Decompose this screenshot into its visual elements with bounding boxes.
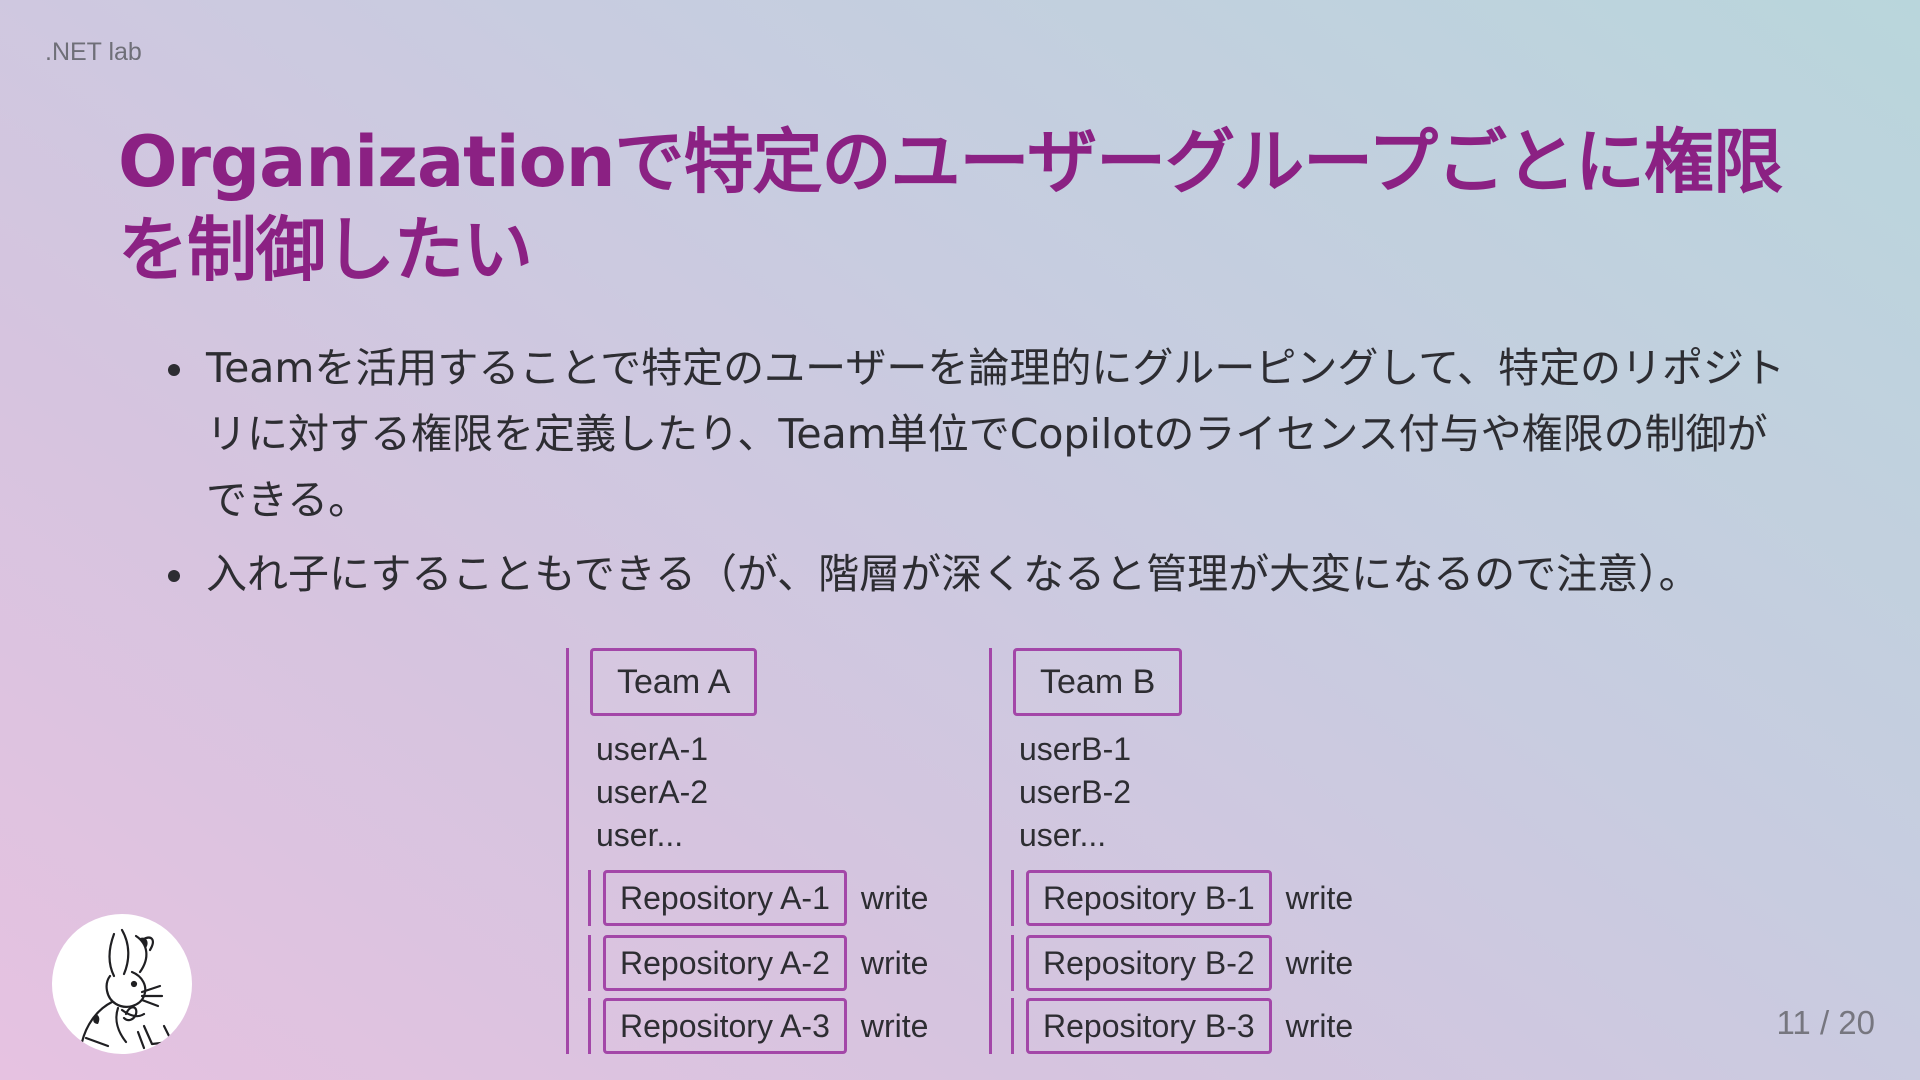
repository-box: Repository A-2 [603, 935, 847, 991]
repository-box: Repository B-1 [1026, 870, 1272, 926]
bullet-dot-icon [168, 364, 180, 376]
team-a-column: Team A userA-1 userA-2 user... Repositor… [566, 648, 969, 1054]
permission-label: write [861, 870, 929, 926]
team-b-column: Team B userB-1 userB-2 user... Repositor… [989, 648, 1392, 1054]
team-a-box: Team A [590, 648, 757, 716]
bullet-list: Teamを活用することで特定のユーザーを論理的にグルーピングして、特定のリポジト… [160, 335, 1800, 615]
bullet-text: Teamを活用することで特定のユーザーを論理的にグルーピングして、特定のリポジト… [206, 344, 1785, 524]
repository-box: Repository B-2 [1026, 935, 1272, 991]
permission-label: write [1286, 935, 1354, 991]
header-label: .NET lab [45, 38, 142, 67]
permission-label: write [1286, 870, 1354, 926]
slide-title: Organizationで特定のユーザーグループごとに権限 を制御したい [118, 118, 1818, 294]
permission-label: write [861, 998, 929, 1054]
user-item: user... [596, 814, 708, 857]
team-a-users: userA-1 userA-2 user... [596, 728, 708, 857]
user-item: userA-2 [596, 771, 708, 814]
rabbit-sketch-icon [52, 914, 192, 1054]
bullet-text: 入れ子にすることもできる（が、階層が深くなると管理が大変になるので注意）。 [206, 550, 1700, 598]
avatar [52, 914, 192, 1054]
bullet-item: 入れ子にすることもできる（が、階層が深くなると管理が大変になるので注意）。 [160, 541, 1800, 607]
slide-title-line-1: Organizationで特定のユーザーグループごとに権限 [118, 118, 1818, 206]
team-b-users: userB-1 userB-2 user... [1019, 728, 1131, 857]
bullet-item: Teamを活用することで特定のユーザーを論理的にグルーピングして、特定のリポジト… [160, 335, 1800, 533]
slide-title-line-2: を制御したい [118, 206, 1818, 294]
permission-label: write [1286, 998, 1354, 1054]
repository-box: Repository A-3 [603, 998, 847, 1054]
user-item: userB-2 [1019, 771, 1131, 814]
user-item: userB-1 [1019, 728, 1131, 771]
repository-box: Repository A-1 [603, 870, 847, 926]
page-number: 11 / 20 [1777, 1004, 1875, 1042]
repository-box: Repository B-3 [1026, 998, 1272, 1054]
permission-label: write [861, 935, 929, 991]
team-b-box: Team B [1013, 648, 1182, 716]
bullet-dot-icon [168, 570, 180, 582]
user-item: user... [1019, 814, 1131, 857]
user-item: userA-1 [596, 728, 708, 771]
